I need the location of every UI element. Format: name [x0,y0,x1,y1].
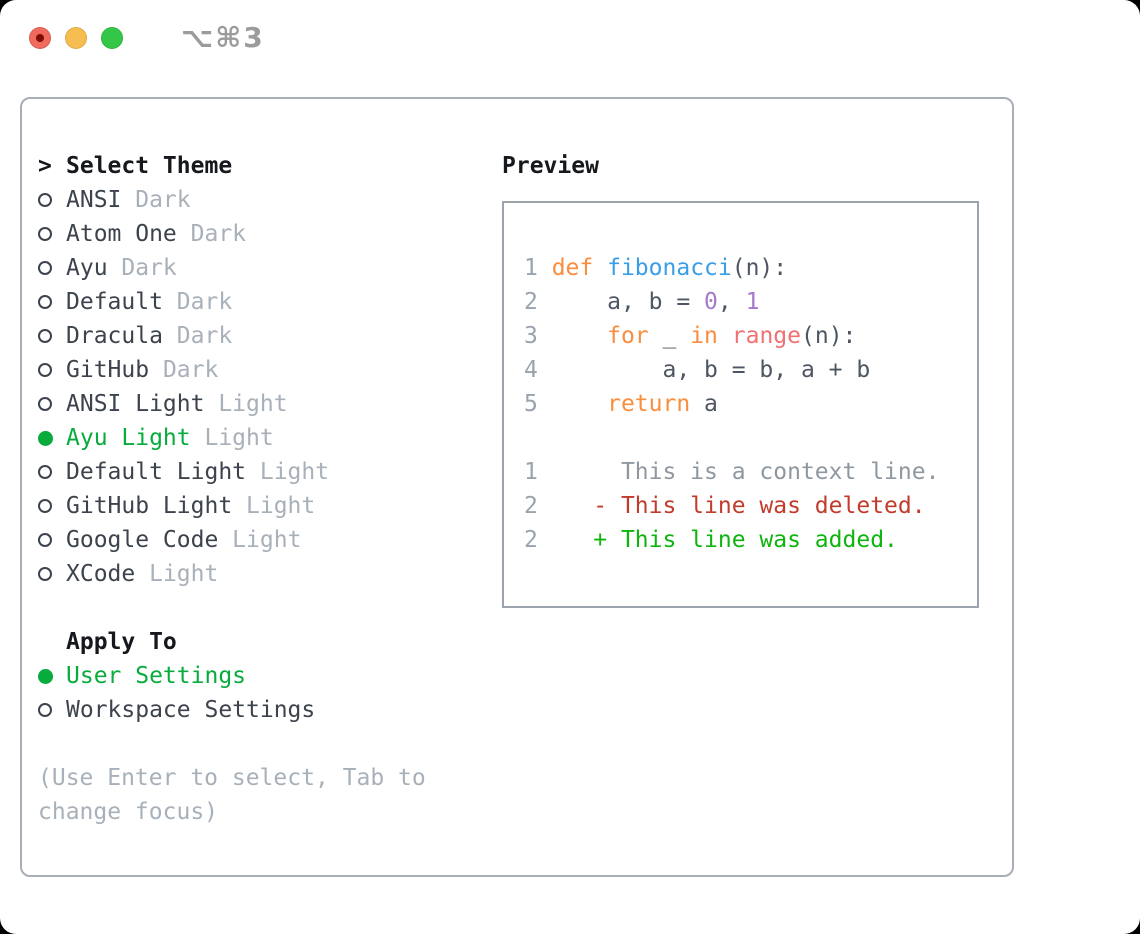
theme-option-github[interactable]: GitHub Dark [38,353,478,387]
option-label: GitHub Light [66,493,233,519]
option-variant-tag: Dark [162,323,233,349]
code-line: 2 - This line was deleted. [524,493,926,519]
prompt-caret-icon: > [38,153,52,179]
titlebar: ⌥⌘3 [0,0,1140,75]
option-variant-tag: Dark [176,221,247,247]
radio-unselected-icon [38,227,66,241]
code-line: 1 def fibonacci(n): [524,255,788,281]
option-label: Ayu Light [66,425,191,451]
theme-option-default[interactable]: Default Dark [38,285,478,319]
theme-option-xcode[interactable]: XCode Light [38,557,478,591]
radio-unselected-icon [38,465,66,479]
option-variant-tag: Light [232,493,316,519]
option-variant-tag: Light [190,425,274,451]
theme-option-ansi[interactable]: ANSI Dark [38,183,478,217]
code-line: 4 a, b = b, a + b [524,357,871,383]
code-line: 2 a, b = 0, 1 [524,289,760,315]
code-line: 3 for _ in range(n): [524,323,857,349]
apply-option-user-settings[interactable]: User Settings [38,659,478,693]
option-variant-tag: Dark [121,187,191,213]
apply-to-header-row: Apply To [38,625,478,659]
select-theme-header-row: > Select Theme [38,149,478,183]
help-text: (Use Enter to select, Tab to change focu… [38,765,426,825]
theme-option-default-light[interactable]: Default Light Light [38,455,478,489]
option-variant-tag: Dark [149,357,219,383]
option-label: Default [66,289,163,315]
option-variant-tag: Light [135,561,219,587]
close-record-dot [36,33,44,42]
radio-unselected-icon [38,499,66,513]
option-variant-tag: Light [218,527,302,553]
radio-selected-icon [38,668,66,684]
option-label: ANSI [66,187,122,213]
option-variant-tag: Light [204,391,288,417]
preview-box: 1 def fibonacci(n): 2 a, b = 0, 1 3 for _ … [502,201,979,608]
theme-option-ayu-light[interactable]: Ayu Light Light [38,421,478,455]
option-label: Ayu [66,255,108,281]
option-label: ANSI Light [66,391,205,417]
option-label: Google Code [66,527,219,553]
code-line: 1 This is a context line. [524,459,940,485]
radio-unselected-icon [38,329,66,343]
preview-column: Preview 1 def fibonacci(n): 2 a, b = 0, 1… [502,149,979,608]
theme-option-github-light[interactable]: GitHub Light Light [38,489,478,523]
option-variant-tag: Dark [162,289,233,315]
radio-unselected-icon [38,703,66,717]
radio-unselected-icon [38,533,66,547]
close-button[interactable] [29,26,51,49]
theme-option-atom-one[interactable]: Atom One Dark [38,217,478,251]
radio-unselected-icon [38,567,66,581]
code-preview: 1 def fibonacci(n): 2 a, b = 0, 1 3 for _ … [524,251,977,557]
preview-header: Preview [502,153,599,179]
theme-option-ansi-light[interactable]: ANSI Light Light [38,387,478,421]
zoom-button[interactable] [101,26,123,49]
theme-option-google-code[interactable]: Google Code Light [38,523,478,557]
radio-unselected-icon [38,261,66,275]
apply-to-header: Apply To [66,629,177,655]
option-label: Atom One [66,221,177,247]
option-label: User Settings [66,663,247,689]
option-variant-tag: Dark [107,255,177,281]
code-line: 2 + This line was added. [524,527,898,553]
apply-option-workspace-settings[interactable]: Workspace Settings [38,693,478,727]
radio-unselected-icon [38,397,66,411]
radio-unselected-icon [38,295,66,309]
select-theme-header: Select Theme [66,153,233,179]
radio-unselected-icon [38,193,66,207]
minimize-button[interactable] [65,26,87,49]
radio-selected-icon [38,430,66,446]
theme-option-ayu[interactable]: Ayu Dark [38,251,478,285]
option-label: XCode [66,561,136,587]
option-variant-tag: Light [246,459,330,485]
radio-unselected-icon [38,363,66,377]
theme-option-dracula[interactable]: Dracula Dark [38,319,478,353]
option-label: Workspace Settings [66,697,316,723]
code-line: 5 return a [524,391,718,417]
option-label: Dracula [66,323,163,349]
window-title-shortcut: ⌥⌘3 [181,21,265,54]
option-label: GitHub [66,357,150,383]
code-line [524,421,977,455]
option-label: Default Light [66,459,247,485]
section-gap [38,591,478,625]
